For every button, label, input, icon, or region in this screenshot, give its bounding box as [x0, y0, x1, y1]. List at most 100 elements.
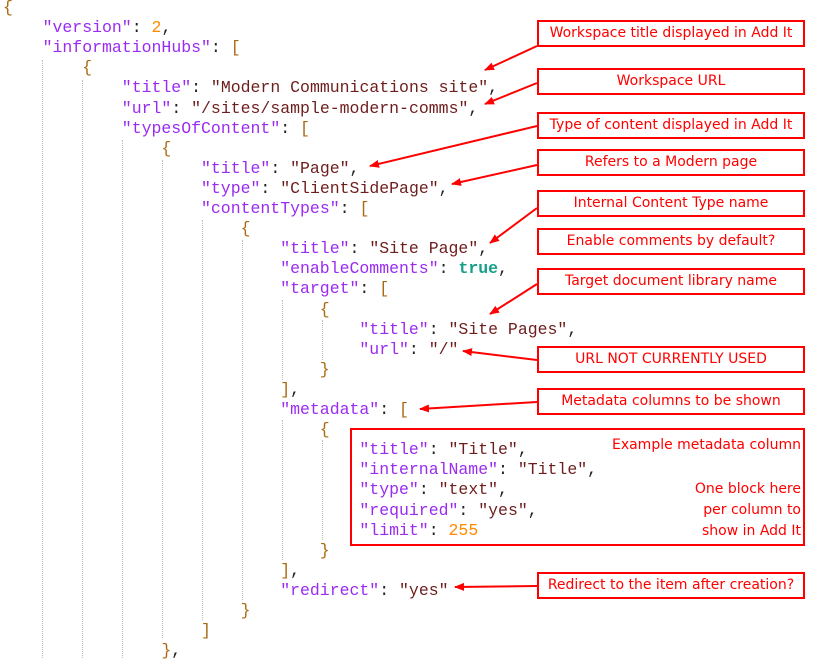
code-line: "url": "/": [359, 340, 458, 360]
json-bracket: [: [300, 118, 310, 138]
json-punctuation: :: [131, 18, 152, 38]
json-bracket: ]: [280, 379, 291, 399]
json-punctuation: :: [280, 118, 301, 138]
json-key: "version": [42, 18, 132, 38]
code-line: "url": "/sites/sample-modern-comms",: [122, 99, 478, 119]
code-line: "internalName": "Title",: [359, 460, 597, 480]
code-line: ],: [280, 561, 300, 581]
json-key: "url": [359, 339, 409, 359]
json-punctuation: ,: [517, 440, 528, 460]
json-key: "title": [280, 239, 350, 259]
indent-guide: [242, 240, 243, 600]
note-type-of-content: Type of content displayed in Add It: [537, 112, 805, 139]
note-target-library: Target document library name: [537, 268, 805, 295]
json-bracket: {: [82, 58, 93, 78]
json-key: "title": [359, 440, 429, 460]
note-one-block-1: One block here: [694, 481, 801, 497]
json-key: "internalName": [359, 460, 499, 480]
json-key: "redirect": [280, 580, 380, 600]
code-line: {: [82, 58, 92, 78]
note-one-block-2: per column to: [703, 502, 801, 518]
json-bracket: {: [319, 420, 330, 440]
code-line: "target": [: [280, 279, 389, 299]
code-line: ]: [201, 621, 211, 641]
json-key: "typesOfContent": [121, 118, 281, 138]
arrow-workspace-url: [484, 82, 538, 105]
json-key: "title": [359, 319, 429, 339]
note-workspace-title: Workspace title displayed in Add It: [537, 20, 805, 47]
json-number: 255: [448, 520, 479, 540]
json-punctuation: ,: [488, 78, 499, 98]
json-punctuation: :: [428, 319, 449, 339]
indent-guide: [122, 140, 123, 658]
json-string: "Site Pages": [448, 319, 568, 339]
arrow-content-type: [489, 207, 538, 244]
json-key: "title": [201, 158, 271, 178]
json-bracket: }: [319, 540, 330, 560]
json-bracket: }: [319, 359, 330, 379]
json-string: "yes": [399, 580, 449, 600]
json-string: "ClientSidePage": [280, 178, 439, 198]
indent-guide: [82, 80, 83, 658]
json-boolean: true: [458, 259, 499, 279]
json-bracket: [: [399, 400, 409, 419]
json-bracket: [: [379, 279, 390, 299]
json-key: "metadata": [280, 400, 380, 419]
json-punctuation: :: [191, 78, 211, 98]
json-punctuation: :: [418, 480, 439, 500]
json-string: "Site Page": [369, 239, 479, 259]
arrow-modern-page: [451, 164, 538, 186]
json-string: "Title": [448, 440, 518, 460]
arrow-workspace-title: [484, 45, 538, 71]
json-string: "Title": [517, 460, 588, 480]
json-bracket: {: [240, 219, 251, 239]
json-punctuation: ,: [290, 560, 300, 580]
code-line: "enableComments": true,: [280, 259, 508, 279]
json-punctuation: ,: [587, 460, 598, 480]
code-line: "title": "Title",: [359, 440, 527, 460]
json-bracket: {: [319, 299, 330, 319]
json-punctuation: ,: [567, 319, 578, 339]
json-punctuation: :: [428, 440, 449, 460]
indent-guide: [282, 300, 283, 380]
json-bracket: {: [161, 138, 172, 158]
indent-guide: [322, 320, 323, 360]
json-punctuation: ,: [498, 259, 508, 279]
json-bracket: {: [3, 0, 13, 17]
code-line: "metadata": [: [280, 400, 409, 420]
json-bracket: }: [161, 641, 172, 661]
code-line: "typesOfContent": [: [122, 119, 310, 139]
indent-guide: [282, 420, 283, 560]
code-line: {: [320, 420, 330, 440]
json-key: "title": [121, 78, 192, 98]
code-line: }: [241, 601, 251, 621]
note-workspace-url: Workspace URL: [537, 68, 805, 95]
code-line: "title": "Page",: [201, 159, 359, 179]
json-string: "Page": [290, 158, 350, 178]
note-enable-comments: Enable comments by default?: [537, 228, 805, 255]
arrow-url-not-used: [462, 348, 538, 361]
json-punctuation: :: [428, 520, 449, 540]
json-string: "/": [428, 339, 459, 359]
json-bracket: [: [359, 199, 370, 218]
code-line: }: [320, 541, 330, 561]
arrow-type-of-content: [369, 125, 538, 168]
json-punctuation: ,: [468, 98, 479, 118]
json-punctuation: :: [210, 38, 231, 58]
json-key: "contentTypes": [201, 199, 340, 218]
code-line: "redirect": "yes": [280, 581, 448, 601]
code-line: {: [161, 139, 171, 159]
json-bracket: }: [240, 601, 251, 620]
json-punctuation: :: [379, 580, 400, 600]
json-key: "required": [359, 500, 459, 520]
note-redirect: Redirect to the item after creation?: [537, 572, 805, 599]
json-string: "/sites/sample-modern-comms": [191, 98, 469, 118]
code-line: "type": "text",: [359, 480, 508, 500]
arrow-redirect: [454, 582, 538, 591]
json-punctuation: ,: [478, 239, 489, 259]
metadata-example-box: Example metadata column One block here p…: [350, 428, 805, 546]
json-bracket: [: [230, 38, 241, 58]
json-punctuation: :: [359, 279, 380, 299]
code-line: "limit": 255: [359, 521, 478, 541]
